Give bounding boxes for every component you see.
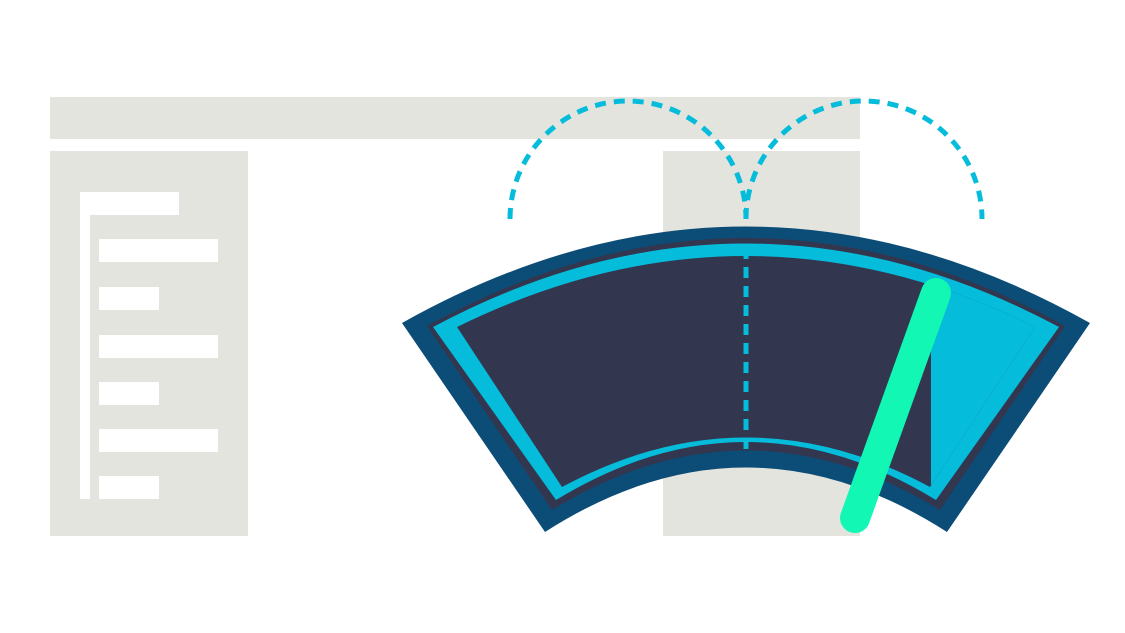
tree-list-item [99, 287, 159, 310]
dashed-arc-right [743, 98, 985, 220]
tree-list-item [99, 476, 159, 499]
tree-list-vertical-line [80, 192, 90, 499]
gauge [402, 226, 1090, 533]
gauge-needle [840, 278, 951, 533]
tree-list-item [99, 335, 218, 358]
tree-list-item [99, 429, 218, 452]
wireframe-tree-list [80, 192, 218, 499]
dashed-arcs [507, 98, 985, 220]
tree-list-root-item [80, 192, 179, 215]
wireframe-header-bar [50, 97, 860, 139]
dashed-arc-left [507, 98, 749, 220]
tree-list-item [99, 382, 159, 405]
tree-list-item [99, 239, 218, 262]
